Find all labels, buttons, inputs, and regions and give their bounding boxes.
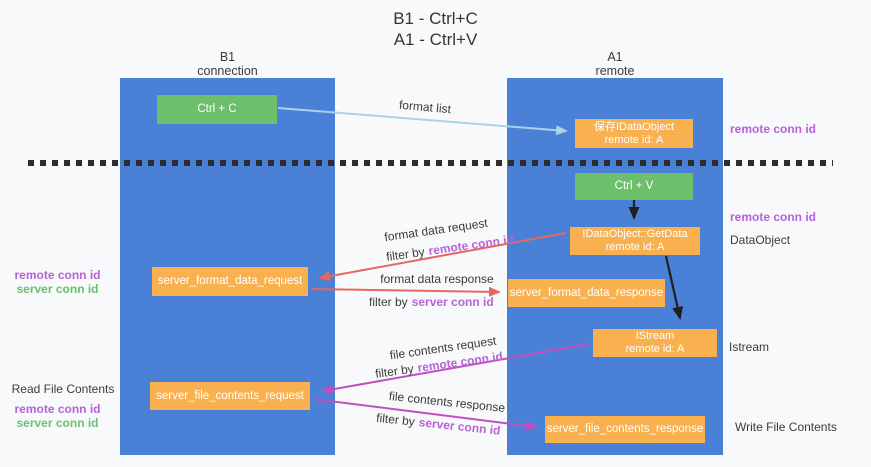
ctrl-c-node: Ctrl + C	[157, 95, 277, 124]
ctrl-v-node: Ctrl + V	[575, 173, 693, 200]
write-file-contents-label: Write File Contents	[735, 420, 837, 434]
column-b1-name: B1	[219, 50, 236, 64]
istream-side-label: Istream	[729, 340, 770, 354]
diagram-title: B1 - Ctrl+C A1 - Ctrl+V	[0, 8, 871, 50]
server-format-data-response-node: server_format_data_response	[508, 279, 665, 307]
getdata-line2: remote id: A	[605, 241, 665, 253]
column-b1-role: connection	[197, 64, 258, 78]
remote-conn-id-label-left-1: remote conn id	[14, 268, 101, 282]
server-conn-id-label-left-1: server conn id	[16, 282, 99, 296]
read-file-contents-label: Read File Contents	[11, 382, 115, 396]
idataobject-getdata-node: IDataObject::GetData remote id: A	[570, 227, 700, 255]
title-line-a1: A1 - Ctrl+V	[393, 30, 478, 49]
server-file-contents-request-node: server_file_contents_request	[150, 382, 310, 410]
server-file-contents-request-label: server_file_contents_request	[156, 389, 304, 402]
title-line-b1: B1 - Ctrl+C	[393, 9, 478, 28]
server-format-data-request-label: server_format_data_request	[157, 275, 303, 287]
istream-node: IStream remote id: A	[593, 329, 717, 357]
server-format-data-request-node: server_format_data_request	[152, 267, 308, 296]
istream-line1: IStream	[635, 330, 675, 342]
column-header-a1: A1 remote	[507, 50, 723, 78]
getdata-line1: IDataObject::GetData	[582, 228, 688, 240]
format-list-label: format list	[398, 97, 452, 117]
format-data-response-arrow	[310, 286, 501, 297]
remote-conn-id-label-right-2: remote conn id	[730, 210, 817, 224]
ctrl-v-label: Ctrl + V	[614, 180, 654, 192]
server-conn-id-label-left-2: server conn id	[16, 416, 99, 430]
server-format-data-response-label: server_format_data_response	[509, 286, 664, 299]
remote-conn-id-label-left-2: remote conn id	[14, 402, 101, 416]
format-data-response-label: format data response	[380, 272, 494, 286]
save-idataobject-line2: remote id: A	[604, 133, 664, 146]
server-file-contents-response-node: server_file_contents_response	[545, 416, 705, 443]
column-a1-name: A1	[607, 50, 623, 64]
dataobject-label: DataObject	[730, 233, 791, 247]
column-a1-role: remote	[595, 64, 635, 78]
save-idataobject-node: 保存IDataObject remote id: A	[575, 119, 693, 148]
save-idataobject-line1: 保存IDataObject	[593, 120, 675, 133]
server-file-contents-response-label: server_file_contents_response	[546, 423, 704, 435]
istream-line2: remote id: A	[625, 343, 685, 355]
column-header-b1: B1 connection	[120, 50, 335, 78]
remote-conn-id-label-right-1: remote conn id	[730, 122, 817, 136]
ctrl-c-label: Ctrl + C	[197, 103, 237, 115]
